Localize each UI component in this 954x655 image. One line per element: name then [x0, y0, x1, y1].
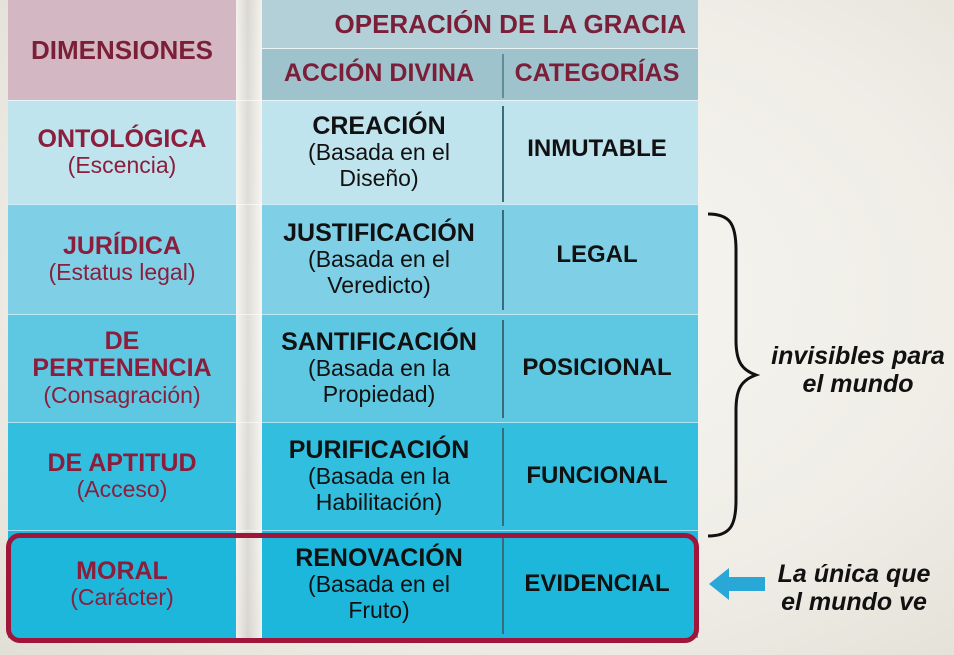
action-subtitle-line1: (Basada en la [308, 463, 450, 490]
row-divider [8, 314, 698, 315]
left-arrow-icon [709, 568, 765, 600]
dimension-title-line1: DE [104, 326, 140, 355]
dimension-title: MORAL [76, 556, 168, 585]
header-categories: CATEGORÍAS [514, 59, 680, 88]
visible-note-line1: La única que [777, 560, 931, 588]
category-label: LEGAL [556, 241, 638, 268]
column-divider [502, 106, 504, 202]
action-subtitle-line2: Veredicto) [327, 271, 431, 298]
invisible-note-line2: el mundo [802, 370, 914, 398]
moral-row-highlight [6, 533, 699, 643]
row-juridica-action: JUSTIFICACIÓN (Basada en el Veredicto) [262, 204, 496, 314]
header-dimensions-cell: DIMENSIONES [8, 0, 236, 100]
header-divine-action: ACCIÓN DIVINA [283, 59, 475, 88]
invisible-note-line1: invisibles para [771, 342, 945, 370]
row-pertenencia-category: POSICIONAL [496, 314, 698, 422]
curly-brace-icon [707, 212, 760, 538]
row-moral-action: RENOVACIÓN (Basada en el Fruto) [262, 530, 496, 638]
row-ontologica-category: INMUTABLE [496, 100, 698, 204]
category-label: EVIDENCIAL [524, 569, 670, 597]
row-divider [8, 422, 698, 423]
row-juridica-dimension: JURÍDICA (Estatus legal) [8, 204, 236, 314]
row-juridica-category: LEGAL [496, 204, 698, 314]
row-divider [8, 204, 698, 205]
row-pertenencia-action: SANTIFICACIÓN (Basada en la Propiedad) [262, 314, 496, 422]
row-aptitud-category: FUNCIONAL [496, 422, 698, 530]
header-categories-cell: CATEGORÍAS [496, 48, 698, 100]
dimension-subtitle: (Consagración) [43, 381, 201, 408]
row-ontologica-dimension: ONTOLÓGICA (Escencia) [8, 100, 236, 204]
header-grace-cell: OPERACIÓN DE LA GRACIA [262, 0, 698, 48]
action-subtitle-line1: (Basada en el [308, 246, 450, 273]
row-aptitud-action: PURIFICACIÓN (Basada en la Habilitación) [262, 422, 496, 530]
column-divider [502, 320, 504, 418]
action-title: RENOVACIÓN [295, 543, 463, 572]
action-title: SANTIFICACIÓN [281, 327, 477, 356]
column-divider [502, 428, 504, 526]
action-subtitle-line1: (Basada en la [308, 355, 450, 382]
action-title: CREACIÓN [312, 111, 446, 140]
dimension-subtitle: (Escencia) [67, 152, 177, 179]
category-label: FUNCIONAL [526, 461, 668, 489]
dimension-subtitle: (Acceso) [76, 476, 168, 503]
action-subtitle-line2: Habilitación) [315, 488, 443, 515]
header-divider [262, 48, 698, 49]
dimension-title: DE APTITUD [47, 448, 197, 477]
action-subtitle-line1: (Basada en el [308, 139, 450, 166]
column-divider [502, 54, 504, 98]
category-label: POSICIONAL [522, 353, 672, 381]
dimension-subtitle: (Carácter) [70, 584, 174, 611]
row-divider [8, 530, 698, 531]
dimension-subtitle: (Estatus legal) [48, 259, 196, 286]
column-gap [236, 0, 262, 638]
action-subtitle-line2: Fruto) [348, 596, 410, 623]
category-label: INMUTABLE [527, 135, 667, 162]
row-aptitud-dimension: DE APTITUD (Acceso) [8, 422, 236, 530]
row-pertenencia-dimension: DE PERTENENCIA (Consagración) [8, 314, 236, 422]
action-title: PURIFICACIÓN [288, 435, 470, 464]
invisible-note: invisibles para el mundo [764, 342, 952, 398]
column-divider [502, 536, 504, 634]
header-dimensions: DIMENSIONES [30, 34, 214, 65]
dimension-title: ONTOLÓGICA [37, 124, 207, 153]
header-divine-action-cell: ACCIÓN DIVINA [262, 48, 496, 100]
row-moral-dimension: MORAL (Carácter) [8, 530, 236, 638]
action-subtitle-line2: Propiedad) [322, 380, 436, 407]
action-subtitle-line1: (Basada en el [308, 571, 450, 598]
column-divider [502, 210, 504, 310]
header-grace-operation: OPERACIÓN DE LA GRACIA [334, 8, 687, 39]
grace-table: DIMENSIONES OPERACIÓN DE LA GRACIA ACCIÓ… [8, 0, 698, 646]
row-ontologica-action: CREACIÓN (Basada en el Diseño) [262, 100, 496, 204]
action-subtitle-line2: Diseño) [339, 164, 419, 191]
dimension-title: JURÍDICA [62, 231, 182, 260]
visible-note-line2: el mundo ve [781, 588, 927, 616]
visible-note: La única que el mundo ve [768, 560, 940, 616]
row-divider [8, 100, 698, 101]
action-title: JUSTIFICACIÓN [283, 218, 475, 247]
dimension-title-line2: PERTENENCIA [32, 354, 212, 383]
row-moral-category: EVIDENCIAL [496, 530, 698, 638]
